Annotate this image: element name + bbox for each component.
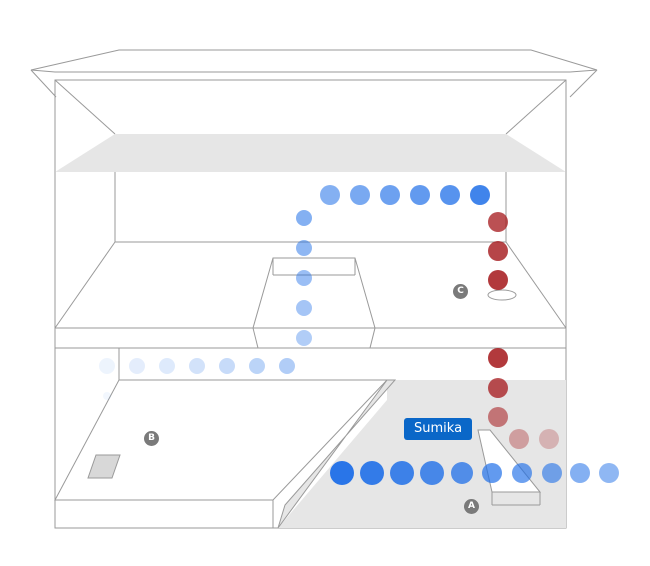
path-dot-red xyxy=(509,429,529,449)
path-dot-red xyxy=(488,270,508,290)
path-dot-blue xyxy=(482,463,502,483)
marker-a: A xyxy=(464,499,479,514)
path-dot-blue xyxy=(296,210,312,226)
path-dot-blue xyxy=(350,185,370,205)
path-dot-blue xyxy=(512,463,532,483)
path-dot-red xyxy=(488,212,508,232)
path-dot-blue xyxy=(296,300,312,316)
path-dot-red xyxy=(488,241,508,261)
marker-b: B xyxy=(144,431,159,446)
path-dot-blue xyxy=(451,462,473,484)
path-dot-red xyxy=(488,378,508,398)
path-dot-blue xyxy=(296,240,312,256)
fixture xyxy=(487,289,517,301)
marker-c: C xyxy=(453,284,468,299)
path-dot-blue xyxy=(470,185,490,205)
path-dot-blue xyxy=(159,358,175,374)
path-dot-blue xyxy=(103,392,111,400)
rug xyxy=(87,454,121,479)
path-dot-blue xyxy=(189,358,205,374)
path-dot-blue xyxy=(380,185,400,205)
person-tag-sumika: Sumika xyxy=(404,418,473,440)
path-dot-blue xyxy=(542,463,562,483)
path-dot-blue xyxy=(279,358,295,374)
path-dot-red xyxy=(488,348,508,368)
path-dot-blue xyxy=(599,463,619,483)
path-dot-blue xyxy=(440,185,460,205)
path-dot-blue xyxy=(320,185,340,205)
path-dot-blue xyxy=(570,463,590,483)
path-dot-blue xyxy=(219,358,235,374)
path-dot-blue xyxy=(360,461,384,485)
path-dot-blue xyxy=(410,185,430,205)
roof-lid xyxy=(30,49,598,73)
path-dot-blue xyxy=(249,358,265,374)
path-dot-blue xyxy=(390,461,414,485)
path-dot-blue xyxy=(420,461,444,485)
path-dot-blue xyxy=(99,358,115,374)
path-dot-blue xyxy=(296,330,312,346)
ceiling-band xyxy=(55,134,566,172)
path-dot-blue xyxy=(330,461,354,485)
path-dot-blue xyxy=(296,270,312,286)
path-dot-blue xyxy=(129,358,145,374)
path-dot-red xyxy=(488,407,508,427)
grey-floor xyxy=(278,380,566,528)
path-dot-red xyxy=(539,429,559,449)
